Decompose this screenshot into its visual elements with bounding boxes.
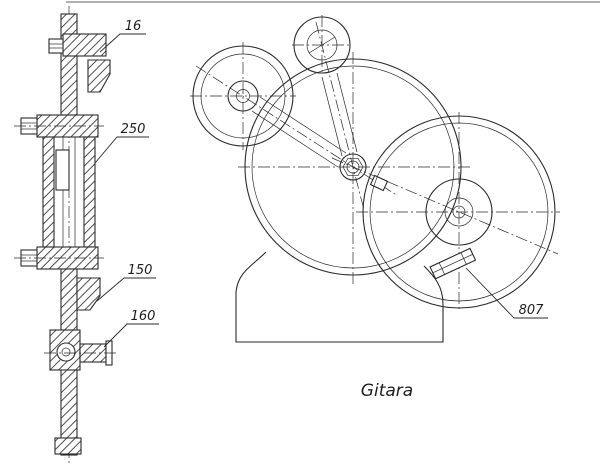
stand-base [235, 251, 444, 343]
label-16: 16 [125, 19, 142, 34]
front-view [190, 15, 560, 343]
label-160: 160 [131, 309, 156, 324]
leader-160 [103, 323, 159, 348]
slot-block [369, 174, 389, 192]
dimension-labels: 16 250 150 160 807 [94, 19, 548, 348]
pivot-hex-nut [342, 157, 364, 177]
channel-plate-left [42, 136, 55, 248]
leader-250 [94, 136, 149, 164]
section-view [14, 6, 118, 464]
label-250: 250 [121, 122, 146, 137]
arm-slot-b [336, 72, 358, 153]
label-150: 150 [128, 263, 153, 278]
drawing-caption: Gitara [361, 381, 413, 401]
flange-upper [36, 114, 99, 138]
bearing-bore [56, 342, 76, 362]
label-807: 807 [519, 303, 545, 318]
channel-plate-right [83, 136, 96, 248]
slide-block [55, 149, 70, 191]
pivot-hub [339, 153, 367, 181]
bracket [87, 59, 111, 93]
top-shaft [62, 33, 107, 57]
leader-150 [96, 277, 156, 302]
arm-slot-a [259, 96, 347, 154]
leader-807 [465, 267, 548, 319]
step-block [76, 277, 101, 311]
foot [54, 437, 82, 455]
clamp-detail [429, 247, 477, 280]
top-bolt [48, 38, 64, 54]
leader-16 [99, 33, 146, 53]
column-upper [60, 13, 78, 116]
flange-lower [36, 246, 99, 270]
